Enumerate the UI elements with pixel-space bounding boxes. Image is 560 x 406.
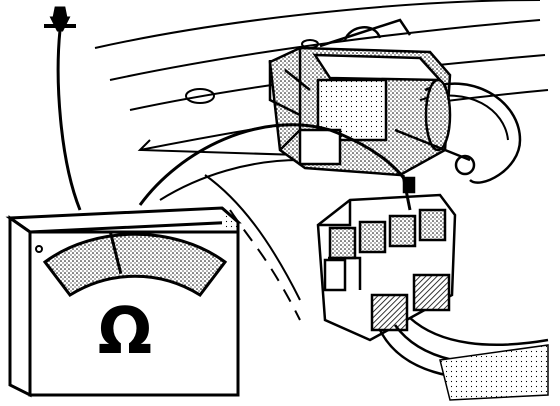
meter-scale bbox=[42, 232, 228, 297]
wire-harness-right bbox=[394, 78, 522, 184]
ground-probe-lead bbox=[44, 6, 82, 211]
ohm-symbol-label: Ω bbox=[97, 295, 153, 369]
cable-bundle bbox=[378, 317, 549, 401]
positive-probe-lead bbox=[138, 123, 407, 206]
relay-module bbox=[268, 18, 452, 177]
terminal-connector-block bbox=[316, 174, 457, 342]
meter-needle bbox=[109, 232, 123, 275]
